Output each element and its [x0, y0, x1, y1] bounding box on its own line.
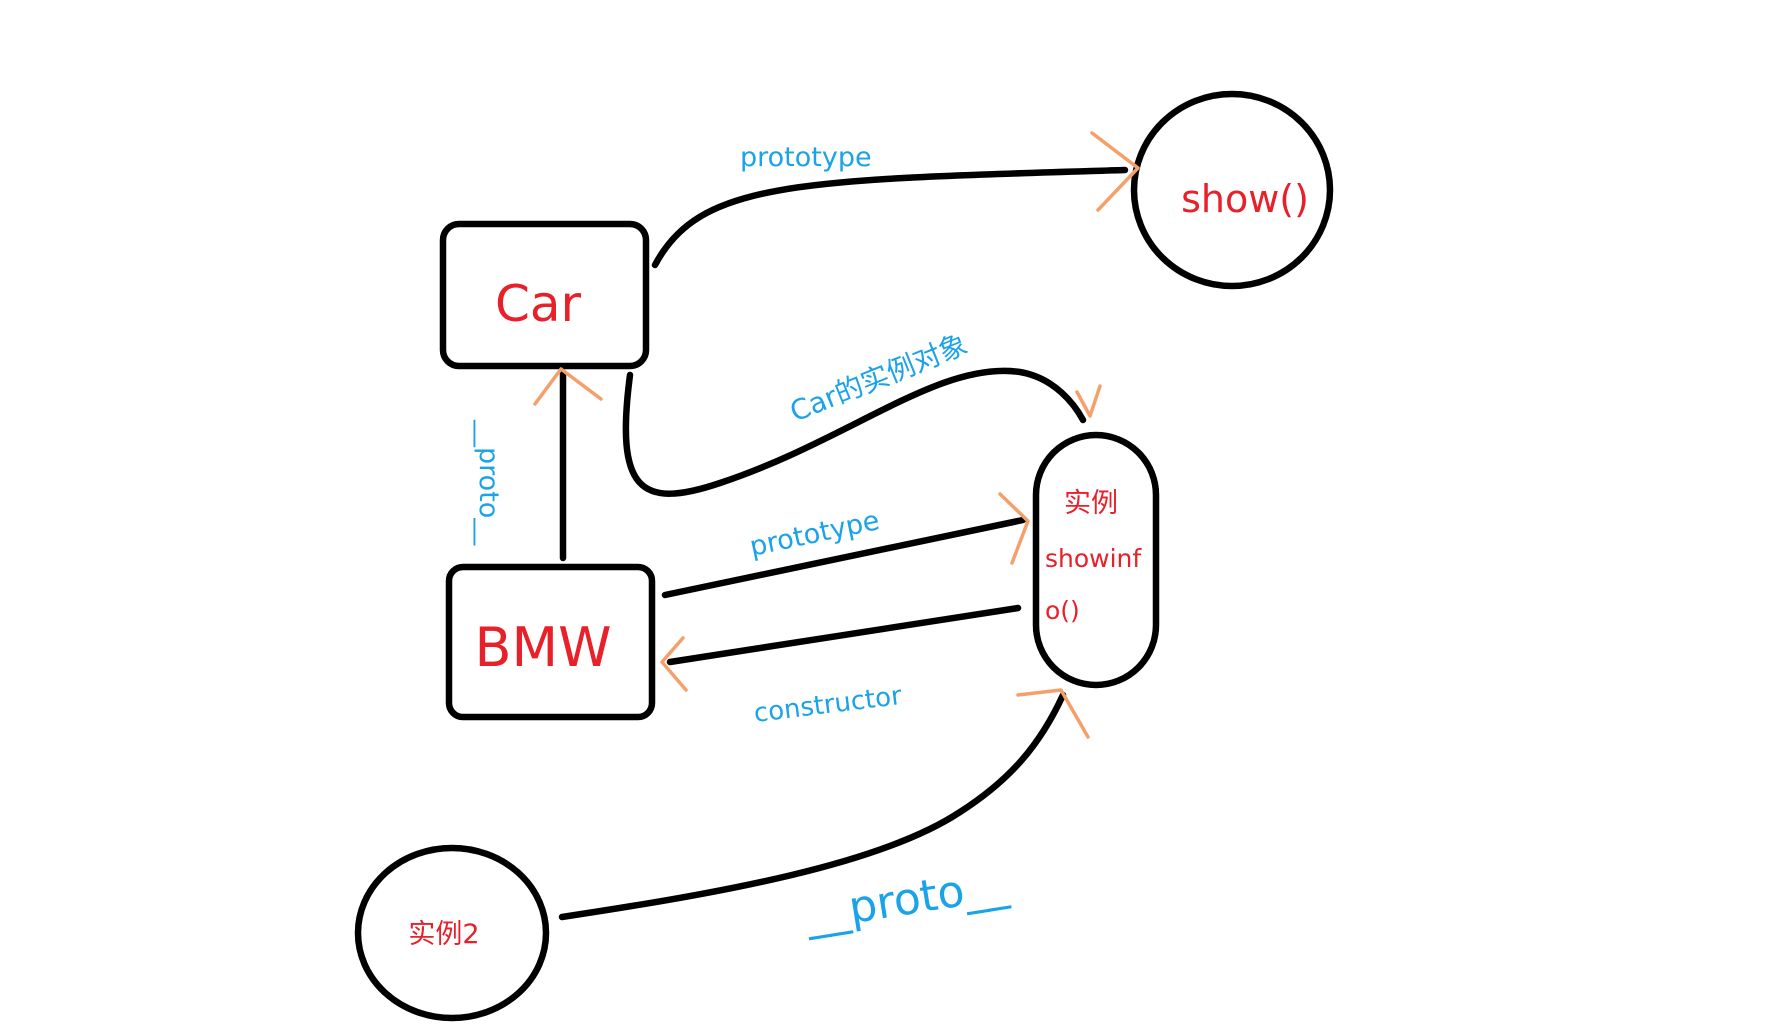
arrowhead-bmw — [660, 636, 688, 692]
bmw-box — [445, 563, 656, 721]
arrowhead-show — [1090, 131, 1140, 212]
bmw-proto-label: __proto__ — [473, 419, 504, 546]
car-box — [439, 220, 650, 370]
bmw-to-instance-line — [661, 516, 1027, 599]
arrowhead-instance-bottom — [1016, 688, 1090, 739]
arrowhead-instance-prototype — [998, 492, 1030, 565]
instance2-label: 实例2 — [408, 919, 479, 950]
car-to-instance-line — [622, 367, 1087, 497]
instance2-proto-label: __proto__ — [801, 858, 1013, 941]
instance2-circle — [354, 844, 550, 1022]
instance2-to-instance-line — [558, 691, 1067, 921]
show-label: show() — [1181, 177, 1309, 221]
car-prototype-label: prototype — [740, 142, 872, 173]
arrowhead-instance-top — [1075, 384, 1102, 418]
show-circle — [1130, 90, 1334, 290]
car-label: Car — [495, 275, 582, 333]
instance-label-line2: showinf — [1045, 544, 1142, 573]
instance-pill — [1032, 431, 1160, 689]
instance-label-line1: 实例 — [1064, 488, 1118, 519]
instance-label-line3: o() — [1045, 596, 1080, 625]
bmw-label: BMW — [474, 616, 611, 679]
instance-to-bmw-line — [666, 604, 1022, 666]
constructor-label: constructor — [752, 681, 904, 729]
car-to-show-line — [651, 166, 1129, 269]
arrowhead-car — [533, 367, 603, 406]
